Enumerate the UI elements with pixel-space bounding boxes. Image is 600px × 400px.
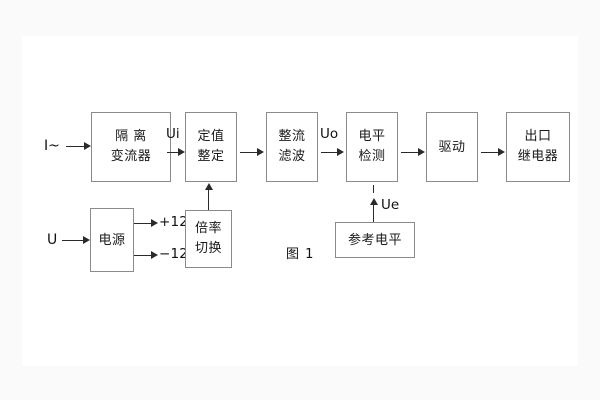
block-ratio-switch-line1: 倍率 xyxy=(194,220,222,236)
line-current-input-to-isolation xyxy=(66,146,84,147)
line-rail-positive xyxy=(134,223,151,224)
arrowhead-ratio-switch-to-setting xyxy=(205,183,213,190)
arrowhead-isolation-to-setting xyxy=(178,148,185,156)
block-reference-level-line1: 参考电平 xyxy=(347,232,402,248)
voltage-input-label: U xyxy=(47,232,58,248)
block-isolation-ct-line1: 隔 离 xyxy=(115,128,147,144)
line-rectify-to-level-detect xyxy=(321,152,337,153)
block-rectify-filter-line2: 滤波 xyxy=(278,149,306,164)
block-level-detect[interactable]: 电平 检测 xyxy=(346,112,398,182)
line-isolation-to-setting xyxy=(167,152,178,153)
arrowhead-level-detect-to-driver xyxy=(418,148,425,156)
figure-caption: 图 1 xyxy=(286,247,315,262)
block-ratio-switch[interactable]: 倍率 切换 xyxy=(185,210,232,268)
arrowhead-current-input-to-isolation xyxy=(84,142,91,150)
current-input-label: I~ xyxy=(44,138,60,154)
content-panel xyxy=(22,36,578,366)
block-level-detect-line1: 电平 xyxy=(358,128,386,144)
line-ratio-switch-to-setting xyxy=(208,190,209,210)
block-reference-level[interactable]: 参考电平 xyxy=(335,222,415,258)
block-output-relay-line2: 继电器 xyxy=(517,149,559,164)
block-power-supply-line1: 电源 xyxy=(98,232,126,248)
line-voltage-input-to-power-supply xyxy=(62,240,83,241)
block-power-supply[interactable]: 电源 xyxy=(90,208,134,272)
block-setting-line2: 整定 xyxy=(197,149,225,164)
block-isolation-ct-line2: 变流器 xyxy=(110,149,152,164)
arrowhead-rectify-to-level-detect xyxy=(337,148,344,156)
line-level-detect-to-driver xyxy=(401,152,418,153)
line-level-detect-stub xyxy=(373,185,374,193)
block-driver[interactable]: 驱动 xyxy=(426,112,478,182)
arrowhead-driver-to-output-relay xyxy=(498,148,505,156)
line-setting-to-rectify xyxy=(240,152,257,153)
arrowhead-reference-level-to-level-detect xyxy=(370,198,378,205)
block-setting[interactable]: 定值 整定 xyxy=(185,112,237,182)
block-output-relay[interactable]: 出口 继电器 xyxy=(506,112,570,182)
signal-label-ui: Ui xyxy=(166,126,180,142)
line-driver-to-output-relay xyxy=(481,152,498,153)
block-isolation-ct[interactable]: 隔 离 变流器 xyxy=(91,112,171,182)
block-level-detect-line2: 检测 xyxy=(358,149,386,164)
arrowhead-voltage-input-to-power-supply xyxy=(83,236,90,244)
block-rectify-filter-line1: 整流 xyxy=(278,128,306,144)
signal-label-ue: Ue xyxy=(381,197,400,213)
signal-label-uo: Uo xyxy=(320,126,339,142)
line-reference-level-to-level-detect xyxy=(373,205,374,222)
arrowhead-setting-to-rectify xyxy=(257,148,264,156)
block-rectify-filter[interactable]: 整流 滤波 xyxy=(266,112,318,182)
block-ratio-switch-line2: 切换 xyxy=(194,241,222,256)
line-rail-negative xyxy=(134,255,151,256)
arrowhead-rail-positive xyxy=(151,219,158,227)
block-setting-line1: 定值 xyxy=(197,128,225,144)
arrowhead-rail-negative xyxy=(151,251,158,259)
block-driver-line1: 驱动 xyxy=(438,139,466,155)
block-output-relay-line1: 出口 xyxy=(524,128,552,144)
